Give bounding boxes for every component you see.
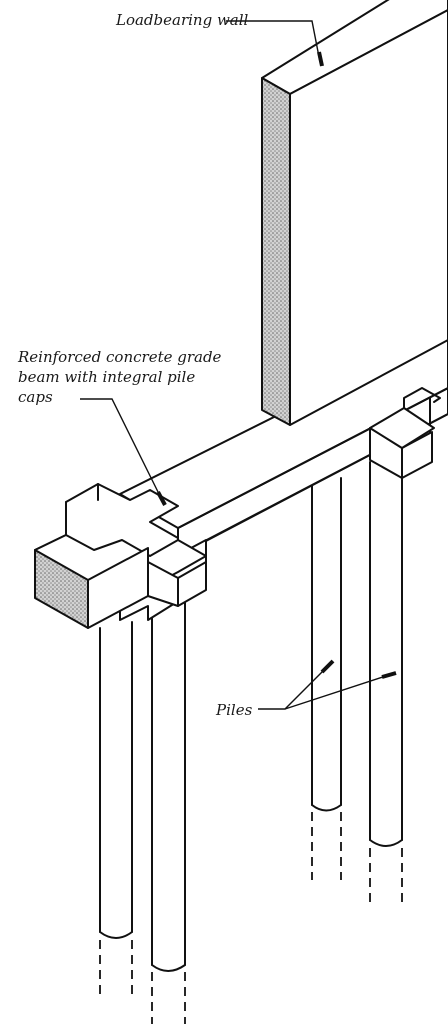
label-grade-beam-line2: beam with integral pile	[18, 368, 196, 386]
pile-back-left	[311, 469, 342, 880]
label-grade-beam-line1: Reinforced concrete grade	[18, 348, 222, 366]
loadbearing-wall	[261, 0, 448, 426]
leader-lines	[80, 20, 397, 710]
pile-back-right	[369, 449, 403, 905]
pile-cap-front	[34, 483, 207, 629]
label-piles: Piles	[216, 701, 253, 719]
label-loadbearing-wall: Loadbearing wall	[116, 11, 249, 29]
pile-front-left	[99, 621, 133, 1000]
pile-front-right	[151, 593, 186, 1024]
label-grade-beam-line3: caps	[18, 388, 53, 406]
pile-cap-back	[369, 387, 441, 479]
